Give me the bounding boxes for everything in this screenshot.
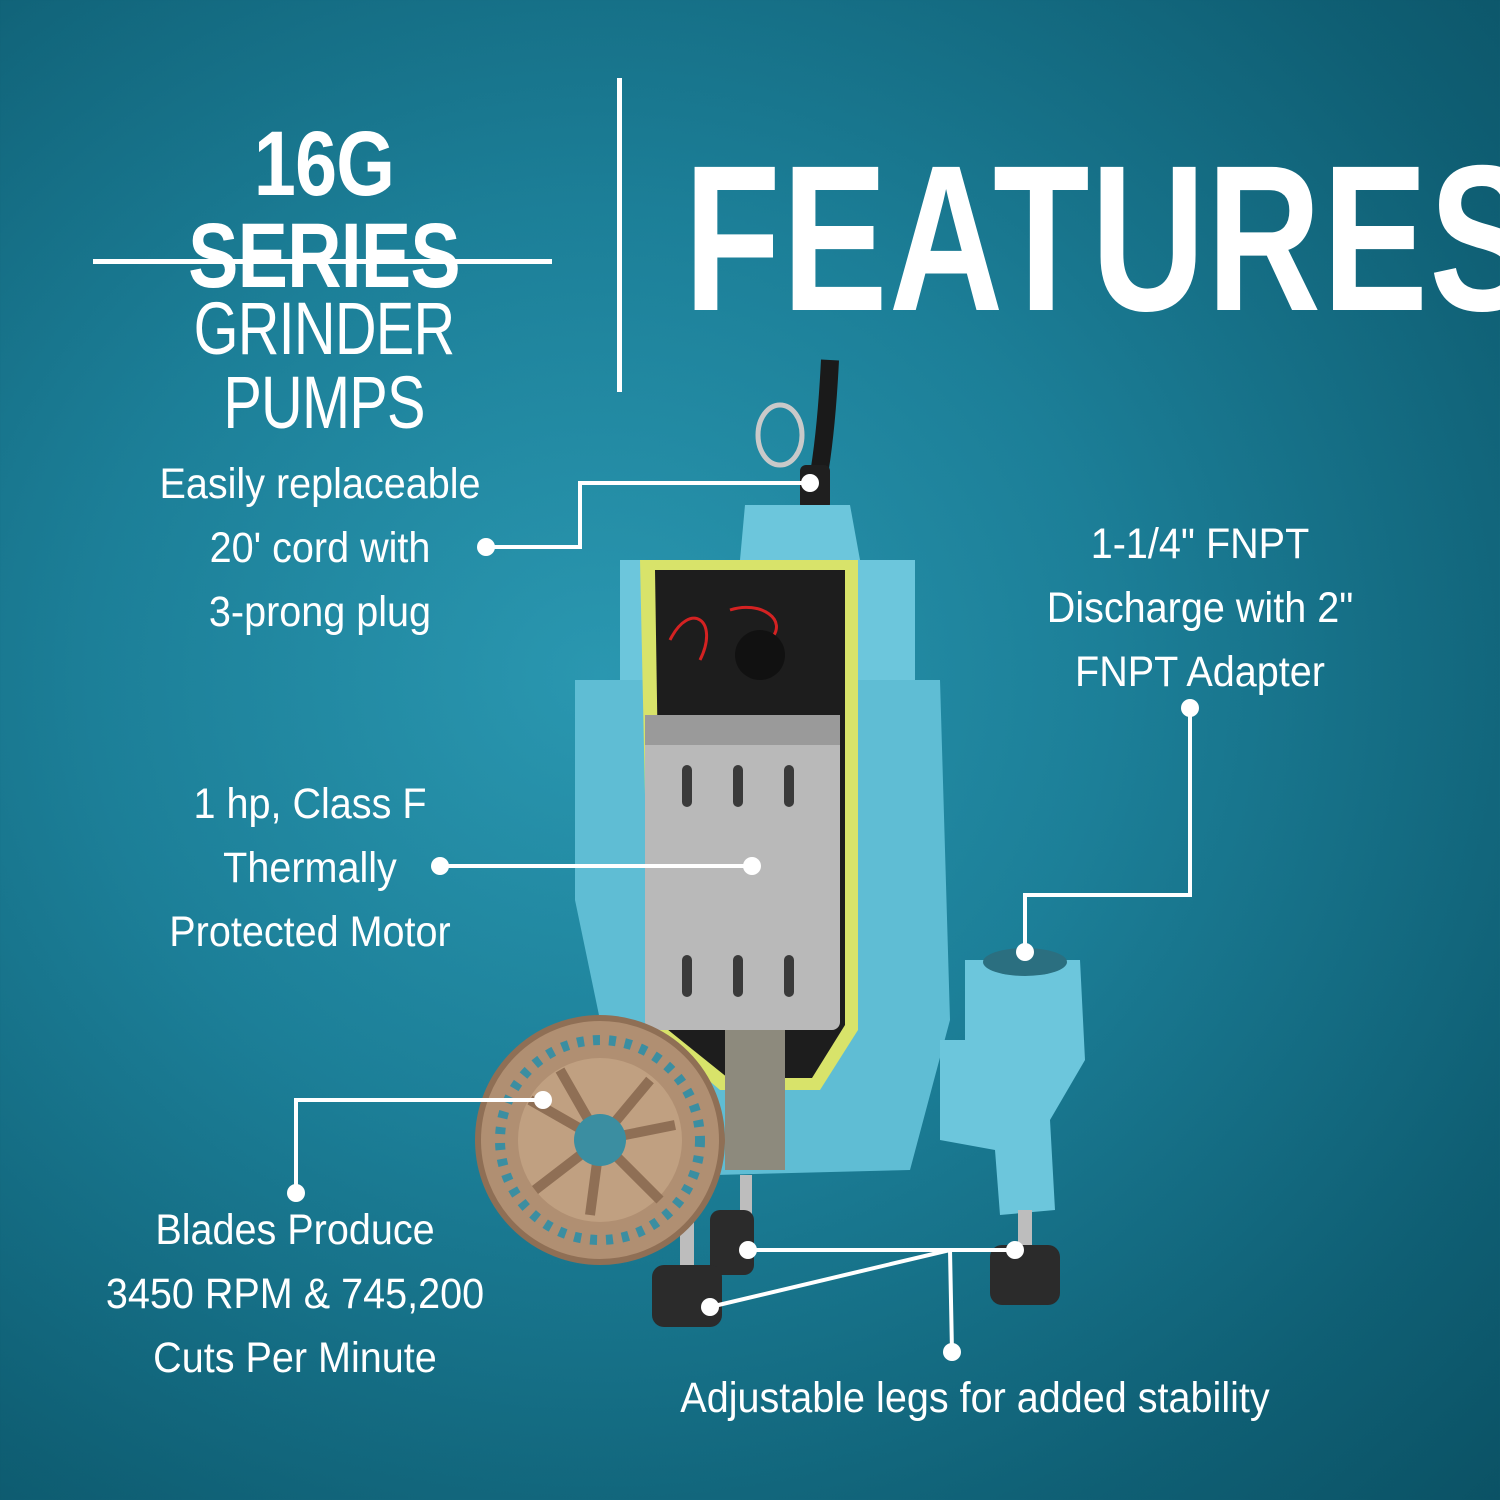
discharge-port xyxy=(940,960,1085,1215)
discharge-line-2: Discharge with 2" xyxy=(1046,584,1354,632)
motor-dot-text xyxy=(431,857,449,875)
motor-dot-target xyxy=(743,857,761,875)
discharge-leader xyxy=(1023,708,1192,952)
cord-line-3: 3-prong plug xyxy=(208,588,432,636)
motor-band xyxy=(645,715,840,745)
blades-callout: Blades Produce 3450 RPM & 745,200 Cuts P… xyxy=(97,1198,493,1390)
legs-dot-c xyxy=(1006,1241,1024,1259)
blades-line-1: Blades Produce xyxy=(155,1206,435,1254)
lifting-ring xyxy=(755,402,805,468)
blades-leader xyxy=(294,1098,543,1193)
legs-dot-text xyxy=(943,1343,961,1361)
motor-shaft xyxy=(725,1030,785,1170)
series-title: 16G SERIES xyxy=(188,113,461,307)
motor-line-2: Thermally xyxy=(223,844,397,892)
cord-line-2: 20' cord with xyxy=(209,524,431,572)
legs-leader-2 xyxy=(709,1248,1015,1309)
motor-line-1: 1 hp, Class F xyxy=(193,780,427,828)
motor-line-3: Protected Motor xyxy=(169,908,451,956)
title-divider xyxy=(93,259,552,264)
capacitor xyxy=(735,630,785,680)
cord-callout: Easily replaceable 20' cord with 3-prong… xyxy=(145,452,495,644)
discharge-opening xyxy=(983,948,1067,976)
cord-dot-target xyxy=(801,474,819,492)
cord-dot-text xyxy=(477,538,495,556)
blades-dot-target xyxy=(534,1091,552,1109)
legs-dot-b xyxy=(701,1298,719,1316)
legs-leader-1 xyxy=(748,1248,954,1353)
discharge-callout: 1-1/4" FNPT Discharge with 2" FNPT Adapt… xyxy=(1025,512,1375,704)
blades-line-2: 3450 RPM & 745,200 xyxy=(105,1270,485,1318)
motor-wires xyxy=(668,605,778,661)
blades-line-3: Cuts Per Minute xyxy=(153,1334,437,1382)
vertical-divider xyxy=(617,78,622,392)
motor-vents xyxy=(682,765,794,997)
legs-callout: Adjustable legs for added stability xyxy=(680,1374,1270,1422)
discharge-dot-target xyxy=(1016,943,1034,961)
legs-dot-a xyxy=(739,1241,757,1259)
cord-leader xyxy=(486,481,810,549)
discharge-line-3: FNPT Adapter xyxy=(1075,648,1325,696)
discharge-dot-text xyxy=(1181,699,1199,717)
series-subtitle: GRINDER PUMPS xyxy=(193,287,455,444)
grinder-impeller xyxy=(475,1015,725,1265)
motor-callout: 1 hp, Class F Thermally Protected Motor xyxy=(163,772,457,964)
discharge-line-1: 1-1/4" FNPT xyxy=(1090,520,1310,568)
cord-line-1: Easily replaceable xyxy=(159,460,481,508)
blades-dot-text xyxy=(287,1184,305,1202)
